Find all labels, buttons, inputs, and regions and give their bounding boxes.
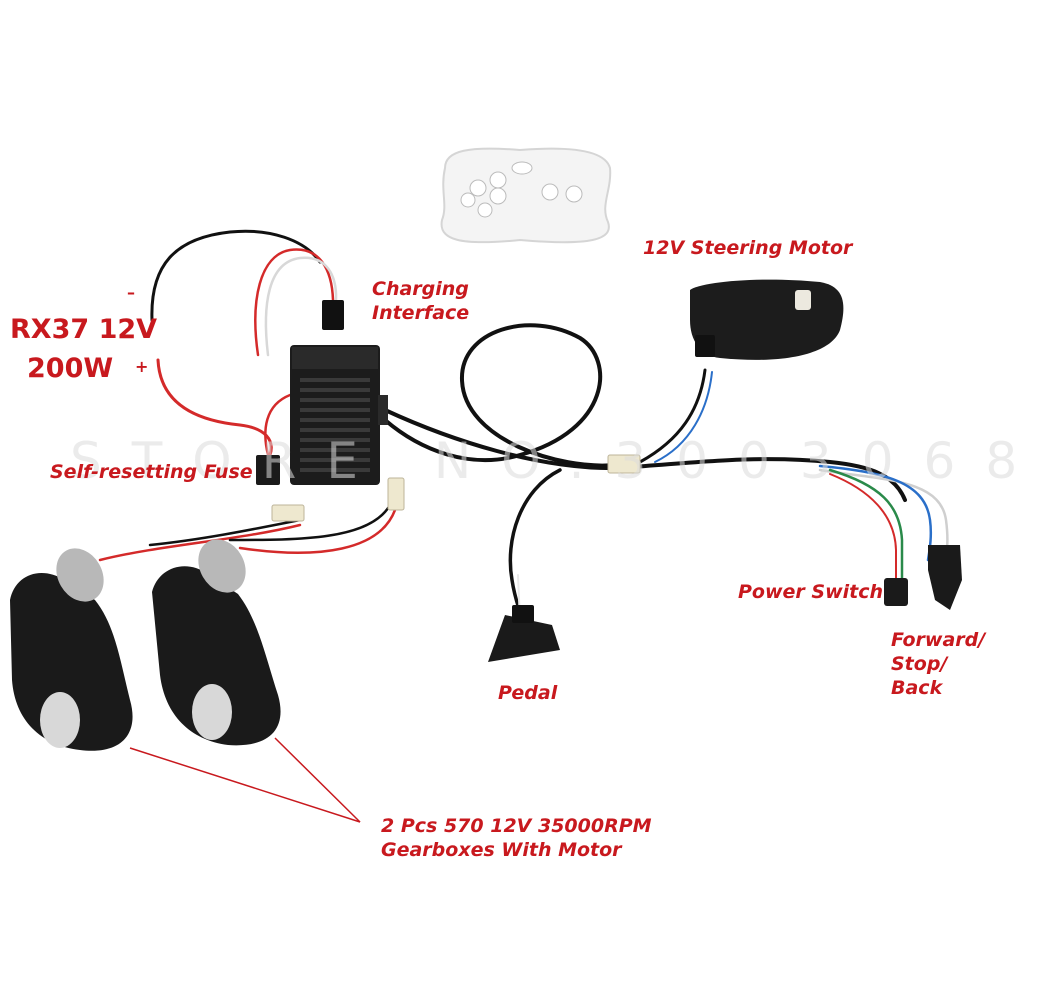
- controller-box-icon: [290, 345, 388, 485]
- main-harness: [383, 408, 907, 502]
- direction-line2: Stop/: [891, 652, 948, 675]
- gearbox-connector-icon: [271, 504, 305, 522]
- pedal-icon: [488, 605, 560, 662]
- direction-line1: Forward/: [891, 629, 986, 651]
- model-title: RX37 12V: [10, 314, 158, 345]
- charging-label-line2: Interface: [372, 301, 470, 324]
- battery-positive-wire: [156, 358, 273, 457]
- wires: [98, 229, 949, 623]
- power-switch-label: Power Switch: [738, 581, 884, 603]
- pedal-wire: [508, 468, 562, 622]
- steering-feed-wire: [638, 368, 707, 464]
- pedal-label: Pedal: [498, 682, 558, 704]
- gearbox-line2: Gearboxes With Motor: [381, 838, 622, 861]
- fuse-wire: [264, 393, 292, 457]
- charging-wire-white: [264, 256, 338, 357]
- gearbox-wire-black-2: [228, 503, 392, 542]
- wiring-diagram: [10, 147, 962, 823]
- direction-switch-label: Forward/ Stop/ Back: [891, 629, 985, 700]
- store-watermark: STORE NO.3003068: [70, 432, 1047, 490]
- charging-label-line1: Charging: [372, 278, 469, 300]
- battery-negative-wire: [150, 229, 322, 322]
- harness-connector-icon: [607, 454, 641, 474]
- steering-motor-label: 12V Steering Motor: [643, 237, 853, 259]
- gearbox-label: 2 Pcs 570 12V 35000RPM Gearboxes With Mo…: [381, 815, 652, 863]
- fuse-label: Self-resetting Fuse: [50, 461, 253, 483]
- steering-feed-wire-2: [654, 371, 713, 463]
- negative-sign: –: [127, 283, 135, 302]
- gearbox-wire-black-1: [148, 518, 302, 547]
- connectors: [256, 300, 641, 522]
- charging-wire-red: [254, 248, 335, 357]
- gearbox-wire-red-1: [98, 523, 302, 562]
- charging-interface-label: Charging Interface: [372, 278, 469, 326]
- switch-wire-red: [829, 473, 897, 581]
- gearbox-line1: 2 Pcs 570 12V 35000RPM: [381, 815, 652, 837]
- switch-wire-green: [828, 468, 904, 582]
- steering-loop-wire: [383, 323, 617, 468]
- model-power: 200W: [27, 353, 114, 384]
- power-switch-icon: [884, 578, 908, 606]
- fuse-icon: [256, 455, 280, 485]
- steering-motor-icon: [690, 279, 844, 360]
- positive-sign: +: [135, 357, 149, 376]
- gearbox-motor-icon: [10, 539, 281, 751]
- switch-wire-white: [818, 468, 949, 557]
- direction-line3: Back: [891, 676, 943, 699]
- charging-connector-icon: [322, 300, 344, 330]
- remote-control-icon: [440, 147, 612, 244]
- rocker-switch-icon: [884, 545, 962, 610]
- gearbox-wire-red-2: [238, 508, 397, 554]
- direction-switch-icon: [928, 545, 962, 610]
- motor-connector-icon: [387, 477, 405, 511]
- callout-lines: [129, 737, 361, 823]
